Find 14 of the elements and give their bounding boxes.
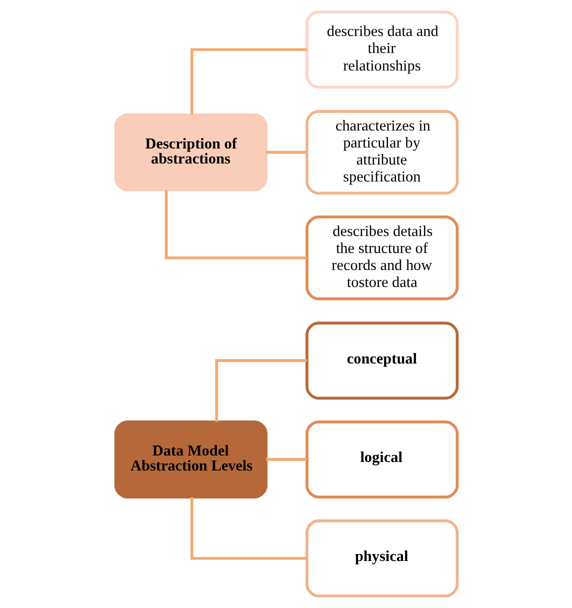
node-box: physical (305, 519, 458, 598)
node-box: conceptual (305, 322, 458, 400)
node-box: Description of abstractions (114, 113, 267, 192)
node-box: characterizes in particular by attribute specification (305, 110, 458, 195)
connector (164, 190, 306, 260)
connector (214, 359, 306, 422)
connector (190, 497, 306, 560)
node-box: describes details the structure of records and how tostore data (305, 216, 458, 300)
connector (266, 150, 306, 154)
connector (190, 48, 306, 115)
connector (266, 458, 306, 461)
node-box: Data Model Abstraction Levels (114, 420, 267, 498)
node-box: describes data and their relationships (305, 10, 458, 89)
node-box: logical (305, 420, 458, 498)
